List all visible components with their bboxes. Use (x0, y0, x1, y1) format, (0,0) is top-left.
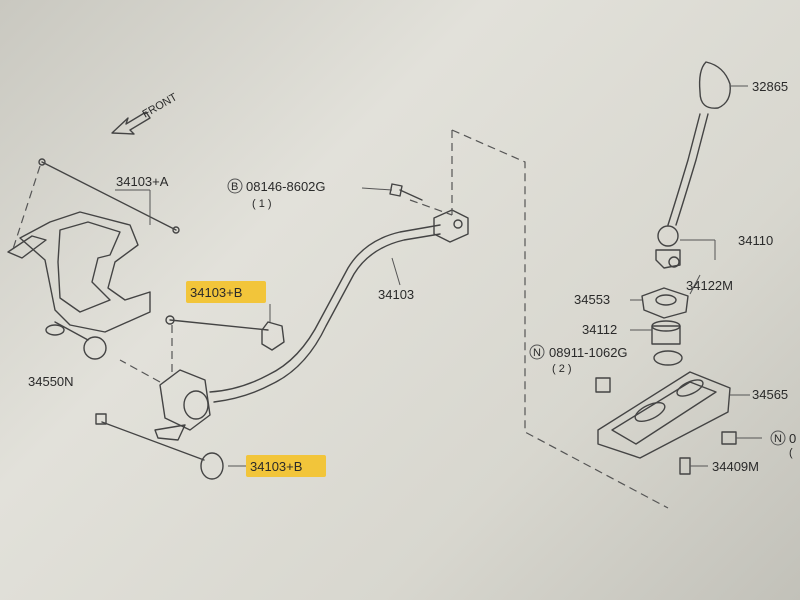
nut-callout: N 08911-1062G ( 2 ) (529, 344, 628, 375)
label-34103B-lower: 34103+B (250, 459, 302, 474)
nut-part-code: 08911-1062G (549, 345, 628, 360)
label-34550N: 34550N (28, 374, 74, 389)
front-label: FRONT (141, 91, 180, 120)
rod-34103B-lower (95, 413, 246, 480)
nut-quantity: ( 2 ) (552, 363, 572, 375)
label-34103B-upper: 34103+B (190, 285, 242, 300)
rod-34103A (11, 158, 180, 253)
shift-bracket-34550N (7, 211, 151, 360)
label-34565: 34565 (752, 387, 788, 402)
shift-lever-34110 (655, 61, 748, 269)
bushing-stack (630, 274, 701, 366)
rod-34103B-upper (165, 304, 285, 351)
nut2-quantity: ( (789, 447, 793, 459)
label-32865: 32865 (752, 79, 788, 94)
bolt-quantity: ( 1 ) (252, 198, 272, 210)
bolt-part-code: 08146-8602G (246, 179, 326, 194)
base-plate-34565 (595, 371, 762, 475)
nut-prefix: N (533, 347, 541, 359)
nut2-part-code: 0 (789, 431, 796, 446)
label-34122M: 34122M (686, 278, 733, 293)
label-34110: 34110 (738, 233, 773, 248)
label-34553: 34553 (574, 292, 610, 307)
nut2-symbol-icon (770, 430, 786, 446)
bolt-prefix: B (231, 181, 238, 193)
nut2-callout: N 0 ( (770, 430, 796, 459)
bolt-callout: B 08146-8602G ( 1 ) (227, 178, 326, 210)
label-34409M: 34409M (712, 459, 759, 474)
assembly-boundary (409, 129, 669, 509)
linkage-34103 (119, 209, 469, 441)
label-34112: 34112 (582, 322, 617, 337)
nut2-prefix: N (774, 433, 782, 445)
nut-symbol-icon (529, 344, 545, 360)
label-34103A: 34103+A (116, 174, 169, 189)
highlight-34103B-upper (186, 281, 266, 303)
highlight-34103B-lower (246, 455, 326, 477)
front-arrow-icon (111, 111, 151, 135)
label-34103: 34103 (378, 287, 414, 302)
bolt-08146 (361, 183, 423, 201)
bolt-symbol-icon (227, 178, 243, 194)
